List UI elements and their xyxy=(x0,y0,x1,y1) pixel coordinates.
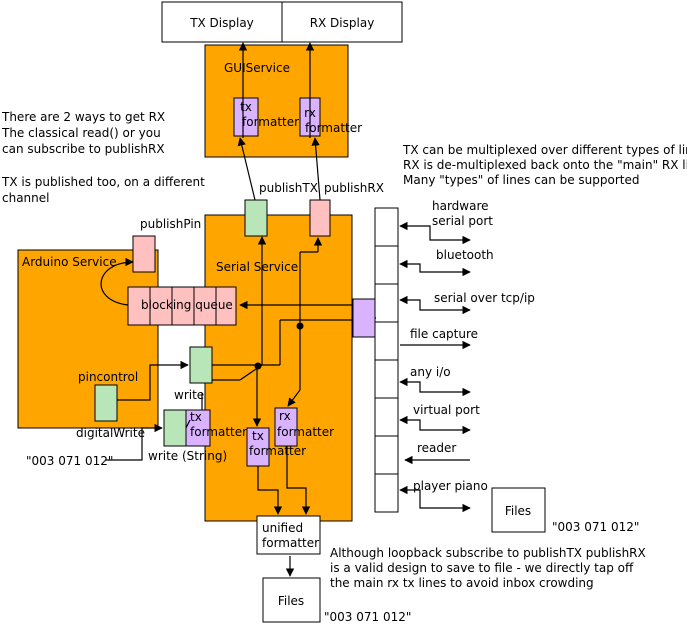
files-box-right xyxy=(491,487,546,533)
gui-rx-formatter-label: formatter xyxy=(305,121,362,135)
serial-tx-formatter-label: formatter xyxy=(249,444,306,458)
line-stack xyxy=(374,207,399,513)
digital-write-port xyxy=(94,384,118,422)
line-label: bluetooth xyxy=(436,248,494,262)
publish-pin-port xyxy=(132,235,156,273)
arduino-service-label: Arduino Service xyxy=(22,255,117,269)
gui-tx-formatter xyxy=(233,97,259,137)
rx-display-label: RX Display xyxy=(310,16,375,30)
serial-tx-write-formatter-label: tx xyxy=(190,410,202,424)
data-string-left: "003 071 012" xyxy=(26,454,113,468)
line-label: virtual port xyxy=(413,403,480,417)
line-label: player piano xyxy=(413,479,488,493)
gui-service-label: GUIService xyxy=(224,61,290,75)
write-port xyxy=(189,346,213,384)
arduino-service-box xyxy=(17,249,159,429)
publish-tx-port xyxy=(244,199,268,237)
unified-formatter-box xyxy=(256,515,321,555)
line-label: serial port xyxy=(432,214,493,228)
rx-display-box xyxy=(281,1,403,43)
publish-rx-port xyxy=(309,199,331,237)
note-multiplex: TX can be multiplexed over different typ… xyxy=(402,143,687,187)
pincontrol-label: pincontrol xyxy=(78,370,138,384)
tx-display-label: TX Display xyxy=(189,16,254,30)
serial-tx-formatter-label: tx xyxy=(252,429,264,443)
gui-tx-formatter-label: formatter xyxy=(242,115,299,129)
serial-service-box xyxy=(204,214,353,522)
blocking-queue xyxy=(127,286,237,326)
write-label: write xyxy=(174,388,204,402)
write-string-label: write (String) xyxy=(148,449,227,463)
serial-rx-formatter-label: rx xyxy=(279,409,291,423)
serial-service-label: Serial Service xyxy=(216,260,298,274)
line-label: hardware xyxy=(432,199,489,213)
mux-port xyxy=(352,298,376,338)
junction-dot xyxy=(296,322,304,330)
note-tx-published: TX is published too, on a different chan… xyxy=(1,175,209,205)
gui-rx-formatter-label: rx xyxy=(304,106,316,120)
digital-write-label: digitalWrite xyxy=(76,426,145,440)
serial-rx-formatter-label: formatter xyxy=(277,425,334,439)
write-string-port xyxy=(163,409,187,447)
gui-service-box xyxy=(204,44,349,158)
blocking-queue-label: blocking queue xyxy=(141,298,233,312)
line-label: serial over tcp/ip xyxy=(434,291,535,305)
files-right-label: Files xyxy=(505,504,531,518)
note-rx-ways: There are 2 ways to get RX The classical… xyxy=(1,110,169,156)
line-label: file capture xyxy=(410,327,478,341)
connectors xyxy=(100,42,471,577)
junction-dot xyxy=(254,362,262,370)
publish-tx-label: publishTX xyxy=(259,181,318,195)
note-loopback: Although loopback subscribe to publishTX… xyxy=(330,546,650,590)
publish-rx-label: publishRX xyxy=(324,181,384,195)
files-bottom-label: Files xyxy=(278,594,304,608)
line-label: any i/o xyxy=(410,365,451,379)
line-type-labels: hardware serial port bluetooth serial ov… xyxy=(410,199,535,493)
files-box-bottom xyxy=(262,577,321,623)
unified-formatter-label: unified xyxy=(262,521,303,535)
publish-pin-label: publishPin xyxy=(140,217,201,231)
gui-tx-formatter-label: tx xyxy=(240,100,252,114)
tx-display-box xyxy=(161,1,283,43)
data-string-files-right: "003 071 012" xyxy=(552,520,639,534)
serial-tx-write-formatter-label: formatter xyxy=(190,425,247,439)
line-label: reader xyxy=(417,441,456,455)
data-string-files-bottom: "003 071 012" xyxy=(324,610,411,624)
unified-formatter-label: formatter xyxy=(262,536,319,550)
serial-rx-formatter xyxy=(274,407,298,447)
